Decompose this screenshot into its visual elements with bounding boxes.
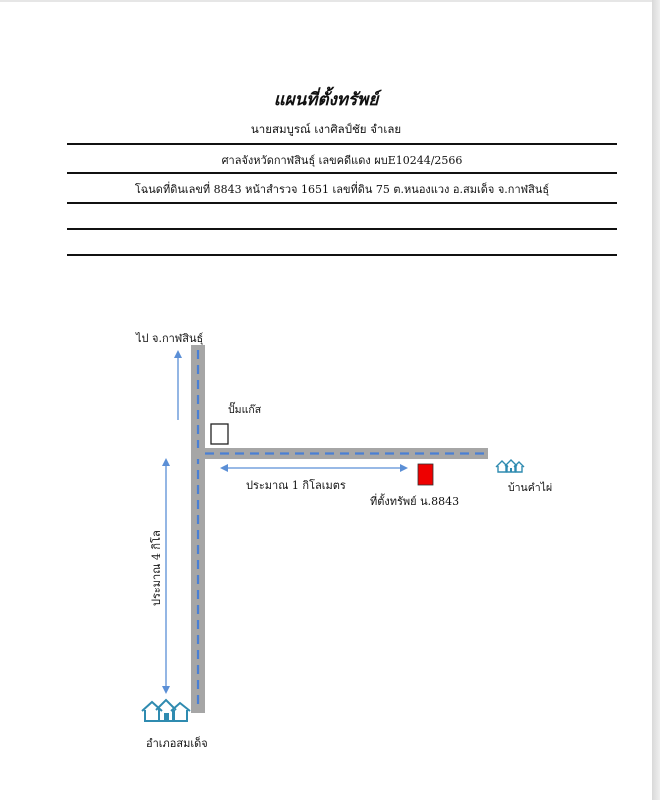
gas-station-marker xyxy=(210,423,229,445)
distance-east-label: ประมาณ 1 กิโลเมตร xyxy=(246,478,346,492)
distance-south-label: ประมาณ 4 กิโล xyxy=(149,530,163,606)
main-road-vertical xyxy=(191,345,205,713)
district-house-icon xyxy=(141,698,191,722)
village-label: บ้านคำไผ่ xyxy=(508,481,552,494)
table-line xyxy=(67,228,617,230)
page-title: แผนที่ตั้งทรัพย์ xyxy=(273,90,379,110)
page-top-edge xyxy=(0,0,652,2)
deed-info-row: โฉนดที่ดินเลขที่ 8843 หน้าสำรวจ 1651 เลข… xyxy=(134,183,550,196)
table-line xyxy=(67,143,617,145)
table-line xyxy=(67,172,617,174)
side-road-horizontal xyxy=(191,448,488,459)
table-line xyxy=(67,202,617,204)
table-line xyxy=(67,254,617,256)
page-shadow-edge xyxy=(652,0,660,800)
property-marker xyxy=(417,463,434,486)
owner-name: นายสมบูรณ์ เงาศิลป์ชัย จำเลย xyxy=(250,122,402,136)
village-house-icon xyxy=(495,459,525,473)
property-label: ที่ตั้งทรัพย์ น.8843 xyxy=(370,493,459,508)
district-label: อำเภอสมเด็จ xyxy=(146,736,208,750)
court-case-row: ศาลจังหวัดกาฬสินธุ์ เลขคดีแดง ผบE10244/2… xyxy=(221,154,463,167)
gas-pump-label: ปั๊มแก๊ส xyxy=(228,401,262,416)
to-kalasin-label: ไป จ.กาฬสินธุ์ xyxy=(135,332,203,345)
